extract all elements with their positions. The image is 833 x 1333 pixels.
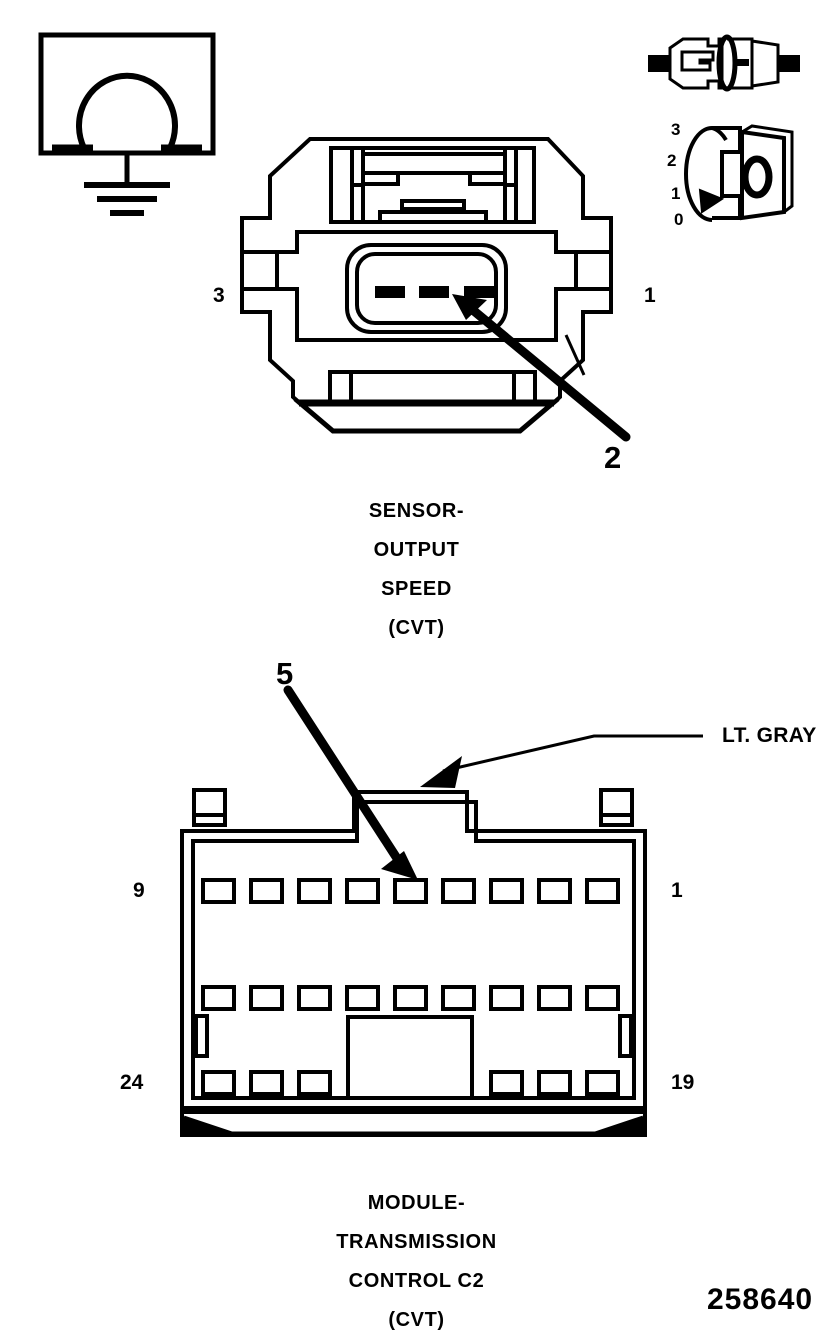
terminal-bezel-outer <box>345 243 508 334</box>
module-caption-line-2: TRANSMISSION <box>336 1231 497 1253</box>
module-caption-line-3: CONTROL C2 <box>348 1270 485 1292</box>
transmission-control-module-c2-connector <box>180 788 647 1137</box>
module-callout-arrow <box>283 685 418 880</box>
ohm-ground-test-symbol <box>38 32 216 156</box>
module-callout-label: 5 <box>276 656 294 691</box>
module-pin-label-bottom-left: 24 <box>120 1071 144 1094</box>
module-pin-label-bottom-right: 19 <box>671 1071 695 1094</box>
module-color-label: LT. GRAY <box>722 724 817 747</box>
sensor-cavity-2 <box>419 286 449 298</box>
sensor-caption-line-4: (CVT) <box>388 617 445 639</box>
terminal-scale-label-1: 1 <box>671 184 681 203</box>
module-caption-line-1: MODULE- <box>367 1192 466 1214</box>
sensor-caption: SENSOR- OUTPUT SPEED (CVT) <box>0 500 833 639</box>
module-pin-label-top-left: 9 <box>133 879 145 902</box>
terminal-body-3d-icon <box>684 124 794 222</box>
sensor-caption-line-2: OUTPUT <box>373 539 460 561</box>
terminal-scale-label-2: 2 <box>667 151 677 170</box>
sensor-callout-arrow <box>452 294 631 442</box>
sensor-pin-label-left: 3 <box>213 284 225 307</box>
sensor-cavity-1 <box>464 286 494 298</box>
module-caption: MODULE- TRANSMISSION CONTROL C2 (CVT) <box>0 1192 833 1331</box>
figure-number: 258640 <box>707 1283 814 1316</box>
lt-gray-leader <box>420 734 703 788</box>
sensor-caption-line-1: SENSOR- <box>368 500 465 522</box>
module-cavity-row-1 <box>201 878 620 904</box>
terminal-bezel-inner <box>355 252 498 325</box>
module-cavity-row-3 <box>201 1070 620 1096</box>
terminal-scale-label-3: 3 <box>671 120 681 139</box>
sensor-caption-line-3: SPEED <box>381 578 452 600</box>
sensor-output-speed-connector <box>240 137 613 434</box>
mated-connector-pair-icon <box>648 34 800 92</box>
terminal-scale-label-0: 0 <box>674 210 684 229</box>
module-center-key-block <box>346 1015 474 1100</box>
module-cavity-row-2 <box>201 985 620 1011</box>
sensor-pin-label-right: 1 <box>644 284 656 307</box>
sensor-callout-label: 2 <box>604 440 622 475</box>
ground-symbol-stack <box>84 153 170 216</box>
sensor-cavity-3 <box>375 286 405 298</box>
module-caption-line-4: (CVT) <box>388 1309 445 1331</box>
module-pin-label-top-right: 1 <box>671 879 683 902</box>
